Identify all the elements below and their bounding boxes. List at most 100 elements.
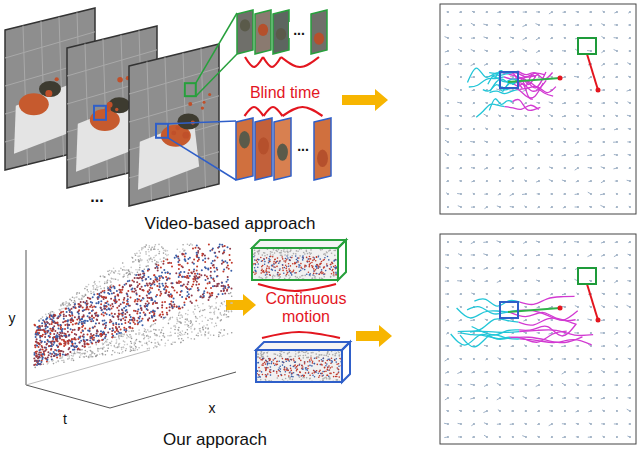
illustration-part xyxy=(538,268,539,269)
illustration-part xyxy=(484,194,487,195)
illustration-part xyxy=(101,313,103,315)
illustration-part xyxy=(548,267,552,268)
illustration-part xyxy=(79,357,81,359)
illustration-part xyxy=(158,283,160,285)
illustration-part xyxy=(137,256,139,258)
illustration-part xyxy=(146,300,148,302)
illustration-part xyxy=(511,241,513,242)
illustration-part xyxy=(499,180,501,182)
illustration-part xyxy=(447,306,449,308)
illustration-part xyxy=(227,284,229,286)
illustration-part xyxy=(577,254,579,256)
illustration-part xyxy=(538,358,539,359)
crop-sequence xyxy=(236,107,331,180)
illustration-part xyxy=(603,281,604,282)
illustration-part xyxy=(551,384,553,386)
illustration-part xyxy=(64,341,66,343)
illustration-part xyxy=(549,424,552,426)
illustration-part xyxy=(548,24,552,25)
illustration-part xyxy=(603,115,605,117)
illustration-part xyxy=(548,254,552,256)
illustration-part xyxy=(460,345,462,347)
illustration-part xyxy=(85,294,87,296)
illustration-part xyxy=(85,350,87,352)
illustration-part xyxy=(627,280,630,281)
illustration-part xyxy=(600,205,604,207)
illustration-part xyxy=(471,424,474,426)
illustration-part xyxy=(197,290,199,292)
illustration-part xyxy=(170,328,172,330)
illustration-part xyxy=(135,333,137,335)
illustration-part xyxy=(512,371,514,373)
illustration-part xyxy=(616,293,618,295)
illustration-part xyxy=(227,276,229,278)
illustration-part xyxy=(130,267,132,269)
illustration-part xyxy=(497,241,500,242)
illustration-part xyxy=(90,291,92,293)
illustration-part xyxy=(590,358,592,360)
illustration-part xyxy=(629,38,630,39)
illustration-part xyxy=(562,77,565,79)
illustration-part xyxy=(576,345,578,346)
illustration-part xyxy=(447,11,449,13)
illustration-part xyxy=(190,338,192,340)
illustration-part xyxy=(564,168,565,169)
illustration-part xyxy=(152,309,154,311)
illustration-part xyxy=(182,244,184,246)
illustration-part xyxy=(129,337,131,339)
illustration-part xyxy=(499,128,501,130)
illustration-part xyxy=(587,284,598,320)
illustration-part xyxy=(551,37,553,39)
illustration-part xyxy=(144,331,146,333)
illustration-part xyxy=(511,280,513,281)
illustration-part xyxy=(214,310,216,312)
illustration-part xyxy=(170,301,172,303)
illustration-part xyxy=(589,241,591,242)
illustration-part xyxy=(143,335,145,337)
illustration-part xyxy=(510,384,513,385)
illustration-part xyxy=(564,89,566,91)
illustration-part xyxy=(616,358,618,360)
illustration-part xyxy=(550,50,552,51)
illustration-part xyxy=(65,354,67,356)
illustration-part xyxy=(538,319,540,321)
illustration-part xyxy=(628,128,630,129)
illustration-part xyxy=(577,63,579,65)
illustration-part xyxy=(447,206,449,208)
illustration-part xyxy=(538,154,540,156)
illustration-part xyxy=(498,293,500,295)
illustration-part xyxy=(615,102,617,103)
illustration-part xyxy=(536,385,539,387)
illustration-part xyxy=(486,397,488,399)
illustration-part xyxy=(445,153,448,155)
illustration-part xyxy=(537,193,539,194)
illustration-part xyxy=(161,272,163,274)
illustration-part xyxy=(154,284,156,286)
illustration-part xyxy=(161,311,163,313)
illustration-part xyxy=(486,12,487,13)
illustration-part xyxy=(601,398,604,400)
illustration-part xyxy=(549,371,552,372)
illustration-part xyxy=(525,384,527,386)
illustration-part xyxy=(473,193,474,195)
illustration-part xyxy=(445,51,448,52)
illustration-part xyxy=(536,38,539,40)
time-arc xyxy=(263,57,281,67)
illustration-part xyxy=(577,255,579,256)
illustration-part xyxy=(615,345,617,346)
illustration-part xyxy=(459,267,461,268)
illustration-part xyxy=(627,141,630,142)
illustration-part xyxy=(562,423,565,424)
illustration-part xyxy=(499,155,500,156)
illustration-part xyxy=(629,423,631,425)
illustration-part xyxy=(135,255,137,257)
illustration-part xyxy=(524,306,526,307)
illustration-part xyxy=(72,324,74,326)
illustration-part xyxy=(182,334,184,336)
illustration-part xyxy=(204,261,206,263)
illustration-part xyxy=(460,293,462,295)
illustration-part xyxy=(47,339,49,341)
illustration-part xyxy=(616,397,618,399)
illustration-part xyxy=(139,283,141,285)
illustration-part xyxy=(97,296,99,298)
